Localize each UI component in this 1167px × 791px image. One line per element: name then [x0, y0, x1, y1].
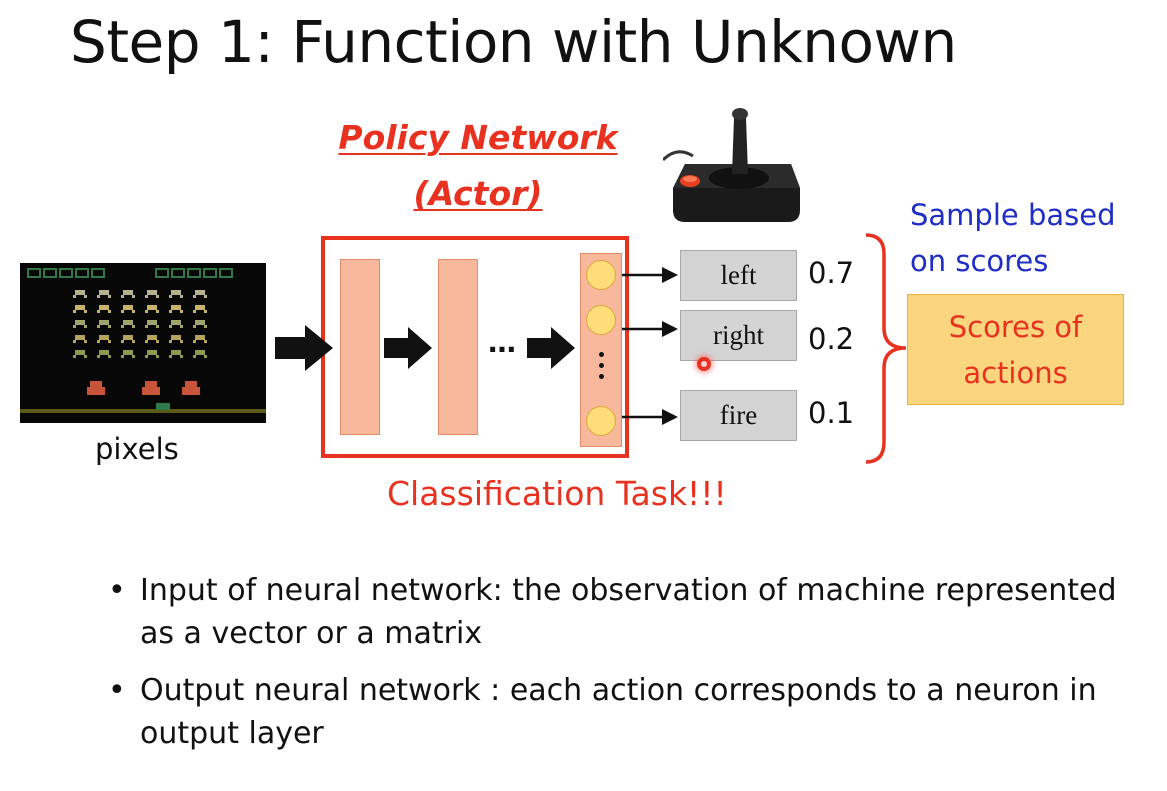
invader-sprite	[145, 305, 159, 313]
sample-note-line2: on scores	[910, 244, 1049, 278]
invader-sprite	[73, 290, 87, 298]
neuron-to-action-arrows	[622, 267, 678, 425]
invader-sprite	[121, 320, 135, 328]
scores-box-line2: actions	[963, 355, 1068, 390]
invader-sprite	[97, 335, 111, 343]
invader-sprite	[97, 290, 111, 298]
invader-sprite	[121, 305, 135, 313]
bullet-input: Input of neural network: the observation…	[108, 569, 1148, 655]
bunker	[87, 381, 105, 395]
output-neuron-right	[586, 305, 616, 335]
bunkers	[87, 381, 200, 395]
bullet-list: Input of neural network: the observation…	[108, 569, 1148, 769]
bunker	[182, 381, 200, 395]
invader-sprite	[73, 350, 87, 358]
invader-sprite	[169, 290, 183, 298]
atari-game-screenshot	[20, 263, 266, 423]
invader-sprite	[169, 305, 183, 313]
invader-sprite	[145, 335, 159, 343]
invader-sprite	[97, 305, 111, 313]
hidden-layer-2	[438, 259, 478, 435]
joystick-icon	[663, 108, 800, 222]
actor-label: (Actor)	[413, 174, 543, 213]
scores-box-line1: Scores of	[948, 309, 1083, 344]
invader-sprite	[193, 305, 207, 313]
action-right-box: right	[680, 310, 797, 361]
actor-heading: (Actor)	[318, 174, 638, 213]
slide-title: Step 1: Function with Unknown	[70, 8, 957, 76]
hidden-layer-1	[340, 259, 380, 435]
score-fire: 0.1	[808, 396, 855, 430]
invader-sprite	[145, 290, 159, 298]
score-right: 0.2	[808, 322, 855, 356]
invader-sprite	[121, 290, 135, 298]
laser-pointer-dot	[697, 357, 711, 371]
pixels-label: pixels	[95, 432, 179, 466]
bullet-output: Output neural network : each action corr…	[108, 669, 1148, 755]
policy-network-heading: Policy Network	[318, 118, 638, 157]
action-fire-box: fire	[680, 390, 797, 441]
invader-sprite	[145, 350, 159, 358]
invader-sprite	[193, 290, 207, 298]
invader-sprite	[193, 350, 207, 358]
invader-sprite	[169, 335, 183, 343]
invader-sprite	[73, 305, 87, 313]
right-arrow-icon	[275, 325, 333, 371]
sample-note-line1: Sample based	[910, 198, 1116, 232]
game-score-digits	[27, 268, 233, 278]
invader-sprite	[97, 350, 111, 358]
score-left: 0.7	[808, 256, 855, 290]
classification-task-label: Classification Task!!!	[387, 474, 727, 513]
invader-sprite	[73, 320, 87, 328]
policy-network-label: Policy Network	[338, 118, 618, 157]
invader-sprite	[121, 335, 135, 343]
action-left-box: left	[680, 250, 797, 301]
curly-brace-icon	[865, 233, 907, 464]
invader-sprite	[169, 320, 183, 328]
invader-grid	[73, 290, 207, 358]
hidden-layers-ellipsis: …	[488, 326, 516, 359]
sample-note: Sample based on scores	[910, 192, 1116, 284]
invader-sprite	[73, 335, 87, 343]
invader-sprite	[169, 350, 183, 358]
output-neuron-fire	[586, 406, 616, 436]
invader-sprite	[193, 335, 207, 343]
vertical-ellipsis	[599, 352, 604, 385]
scores-of-actions-box: Scores of actions	[907, 294, 1124, 405]
output-neuron-left	[586, 260, 616, 290]
invader-sprite	[121, 350, 135, 358]
right-arrow-icon	[527, 327, 575, 369]
right-arrow-icon	[384, 327, 432, 369]
invader-sprite	[145, 320, 159, 328]
bunker	[142, 381, 160, 395]
invader-sprite	[97, 320, 111, 328]
invader-sprite	[193, 320, 207, 328]
